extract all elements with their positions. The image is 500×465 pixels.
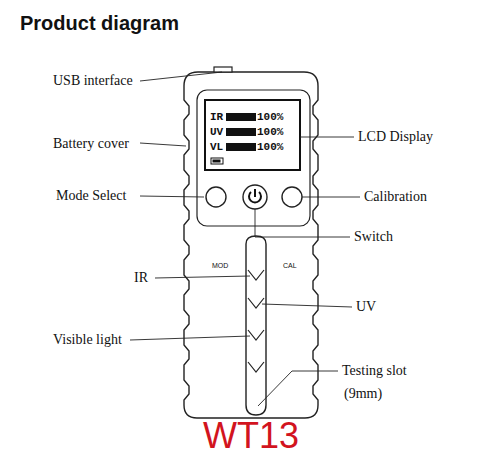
part-label: LCD Display xyxy=(358,129,433,144)
lcd-bar xyxy=(226,113,256,121)
part-label: UV xyxy=(356,299,376,314)
front-panel xyxy=(197,90,310,226)
leader-line xyxy=(258,371,338,406)
battery-icon xyxy=(211,158,223,164)
part-label: (9mm) xyxy=(344,386,382,401)
usb-port xyxy=(214,67,232,72)
part-label: Calibration xyxy=(364,189,427,204)
lcd-text: UV xyxy=(210,126,223,138)
part-label: IR xyxy=(134,270,148,285)
testing-slot xyxy=(246,236,266,415)
leader-line xyxy=(302,197,360,198)
leader-line xyxy=(130,336,250,340)
diagram-title: Product diagram xyxy=(20,12,179,34)
lcd-text: 100% xyxy=(257,141,283,153)
part-label: Mode Select xyxy=(56,188,126,203)
power-symbol xyxy=(254,189,256,197)
part-label: Switch xyxy=(354,229,393,244)
part-label: USB interface xyxy=(53,73,133,88)
button-marking: MOD xyxy=(212,262,228,270)
lcd-bar xyxy=(226,143,256,151)
slot-sensor xyxy=(248,270,264,372)
button-marking: CAL xyxy=(283,262,297,270)
battery-icon xyxy=(213,160,221,163)
part-label: Visible light xyxy=(53,332,122,347)
leader-line xyxy=(255,209,350,237)
leader-lines xyxy=(130,72,360,406)
lcd-text: VL xyxy=(210,141,223,153)
part-label: Testing slot xyxy=(342,363,407,378)
leader-line xyxy=(262,304,352,307)
leader-line xyxy=(300,137,354,138)
lcd-text: 100% xyxy=(257,126,283,138)
calibration-button xyxy=(282,187,302,207)
leader-line xyxy=(140,196,204,197)
part-label: Battery cover xyxy=(53,136,129,151)
lcd-bar xyxy=(226,128,256,136)
lcd-screen xyxy=(205,100,300,170)
lcd-text: 100% xyxy=(257,111,283,123)
leader-line xyxy=(155,276,250,278)
leader-line xyxy=(140,72,222,81)
power-button xyxy=(243,185,267,209)
device-housing xyxy=(184,72,318,418)
leader-line xyxy=(140,143,186,146)
lcd-text: IR xyxy=(210,111,223,123)
model-caption: WT13 xyxy=(203,416,299,456)
mode-button xyxy=(206,187,226,207)
